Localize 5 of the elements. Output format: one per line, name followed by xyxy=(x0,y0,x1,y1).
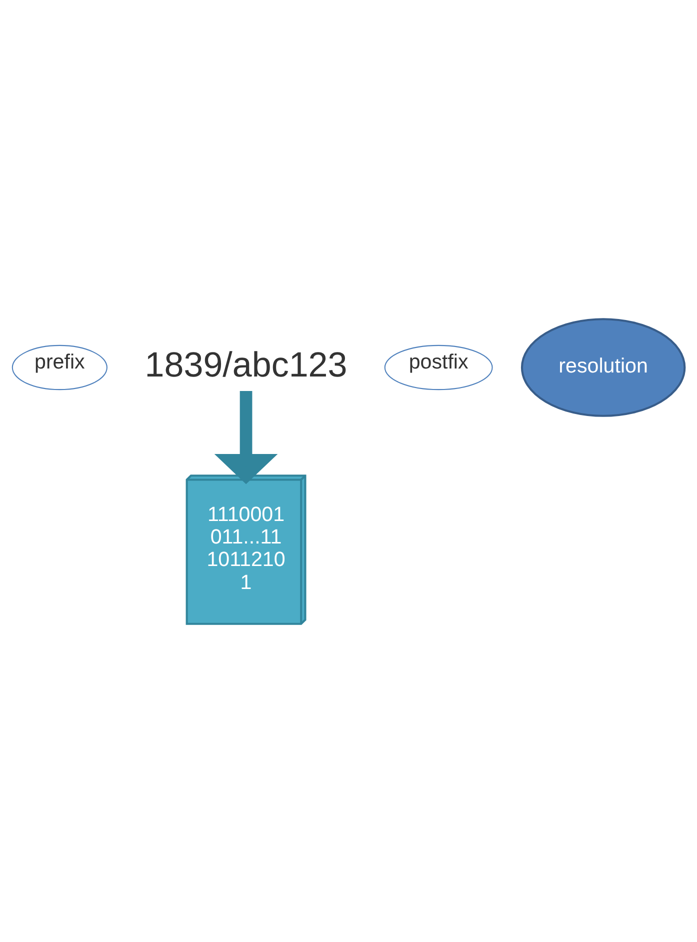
node-ellipse: prefix xyxy=(12,344,108,390)
arrow xyxy=(214,390,278,484)
node-ellipse: postfix xyxy=(384,344,493,390)
node-text: 1839/abc123 xyxy=(144,344,348,384)
node-ellipse: resolution xyxy=(520,318,686,416)
